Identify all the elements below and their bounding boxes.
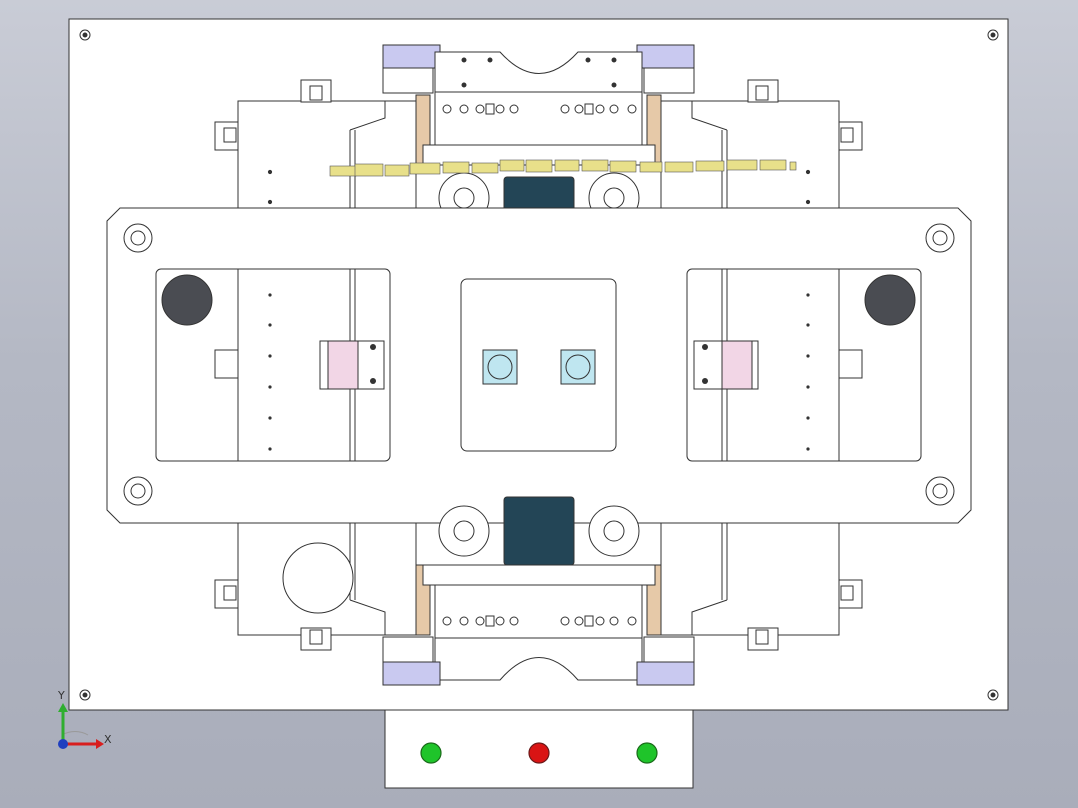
middle-frame [106, 207, 972, 524]
start-button-left[interactable] [420, 742, 442, 764]
axis-triad: X Y [57, 689, 112, 749]
y-axis-label: Y [57, 689, 65, 702]
corner-screws [79, 29, 999, 701]
bottom-clamp-assembly [214, 496, 863, 686]
x-axis-label: X [104, 733, 112, 746]
stop-button[interactable] [528, 742, 550, 764]
frame-dots [268, 293, 810, 451]
start-button-right[interactable] [636, 742, 658, 764]
wire-harness-parts [329, 159, 797, 177]
